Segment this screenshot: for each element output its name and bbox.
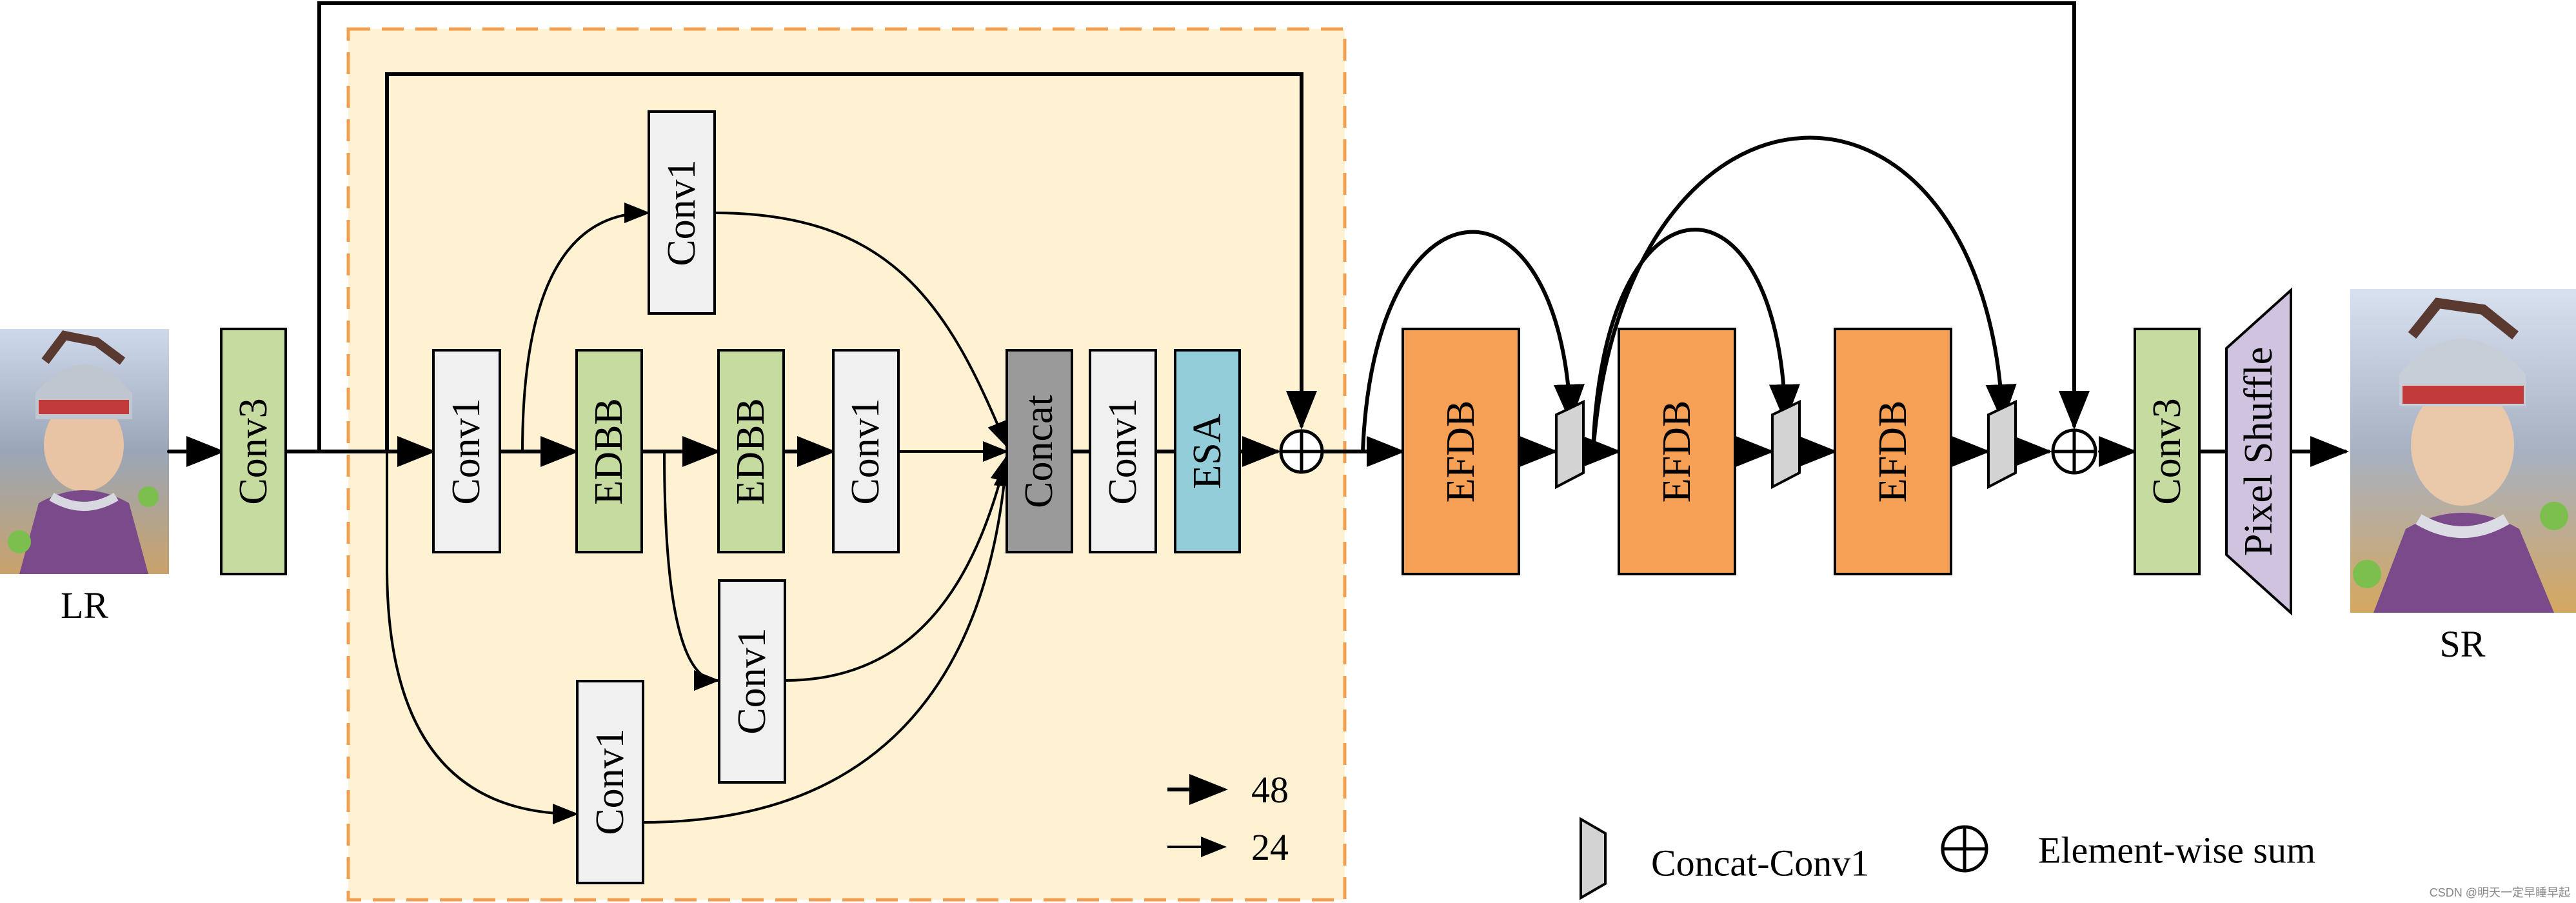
conv3-input-block: Conv3 xyxy=(220,328,287,575)
svg-text:EDBB: EDBB xyxy=(729,398,773,504)
concat-conv1-3 xyxy=(1987,399,2017,490)
conv3-output-block: Conv3 xyxy=(2134,328,2201,575)
element-wise-sum-global xyxy=(2051,428,2097,475)
element-wise-sum-block xyxy=(1279,429,1324,474)
arrow-conv1top-to-concat xyxy=(713,212,1007,448)
arc-skip-to-cc1 xyxy=(1361,230,1585,453)
arrow-to-conv1-bottom xyxy=(386,450,579,824)
efdb-block-2: EFDB xyxy=(1618,328,1736,575)
arrow-conv1mid-to-concat xyxy=(784,455,1011,682)
svg-text:EFDB: EFDB xyxy=(1439,401,1483,502)
svg-text:Conv3: Conv3 xyxy=(232,398,275,504)
global-skip-connection xyxy=(317,1,2090,453)
legend-concat-conv1-label: Concat-Conv1 xyxy=(1651,842,1869,884)
conv1-block-top: Conv1 xyxy=(648,110,716,315)
concat-block: Concat xyxy=(1006,349,1073,553)
conv1-block-bottom: Conv1 xyxy=(576,680,644,884)
esa-block: ESA xyxy=(1174,349,1241,553)
svg-text:Conv1: Conv1 xyxy=(444,398,488,504)
svg-text:Conv1: Conv1 xyxy=(1101,398,1145,504)
legend-sum-icon xyxy=(1941,825,1988,873)
svg-text:Conv1: Conv1 xyxy=(730,628,774,734)
pixel-shuffle-block: Pixel Shuffle xyxy=(2225,287,2292,616)
svg-text:ESA: ESA xyxy=(1185,413,1229,489)
arrow-conv1bot-to-concat xyxy=(642,461,1015,824)
svg-text:EDBB: EDBB xyxy=(587,398,631,504)
edbb-block-1: EDBB xyxy=(575,349,643,553)
concat-conv1-2 xyxy=(1771,399,1801,490)
edbb-block-2: EDBB xyxy=(717,349,785,553)
efdb-block-3: EFDB xyxy=(1834,328,1952,575)
channel-count-thick: 48 xyxy=(1251,769,1289,811)
concat-conv1-1 xyxy=(1555,399,1585,490)
svg-text:Conv1: Conv1 xyxy=(844,398,887,504)
conv1-block-mid: Conv1 xyxy=(718,579,786,784)
svg-text:Conv3: Conv3 xyxy=(2145,398,2189,504)
conv1-block-c: Conv1 xyxy=(1089,349,1157,553)
svg-text:EFDB: EFDB xyxy=(1871,401,1915,502)
legend-concat-conv1-icon xyxy=(1580,817,1607,900)
conv1-block-a: Conv1 xyxy=(432,349,501,553)
sr-image xyxy=(2350,289,2576,613)
efdb-block-1: EFDB xyxy=(1402,328,1520,575)
sr-label: SR xyxy=(2440,623,2486,665)
svg-text:Conv1: Conv1 xyxy=(660,159,704,266)
arc-skip-to-cc2 xyxy=(1591,228,1800,453)
watermark: CSDN @明天一定早睡早起 xyxy=(2430,886,2570,899)
arc-skip-to-cc3 xyxy=(1591,135,2017,453)
lr-image xyxy=(0,329,169,574)
legend-sum-label: Element-wise sum xyxy=(2038,829,2315,871)
conv1-block-b: Conv1 xyxy=(832,349,900,553)
lr-label: LR xyxy=(61,584,108,626)
arrow-to-conv1-top xyxy=(521,203,650,453)
svg-text:Pixel Shuffle: Pixel Shuffle xyxy=(2237,347,2281,556)
block-skip-connection xyxy=(385,72,1317,453)
channel-count-thin: 24 xyxy=(1251,826,1289,868)
svg-text:Concat: Concat xyxy=(1017,395,1061,508)
arrow-to-conv1-mid xyxy=(663,450,720,691)
svg-text:EFDB: EFDB xyxy=(1655,401,1699,502)
svg-text:Conv1: Conv1 xyxy=(588,728,632,835)
